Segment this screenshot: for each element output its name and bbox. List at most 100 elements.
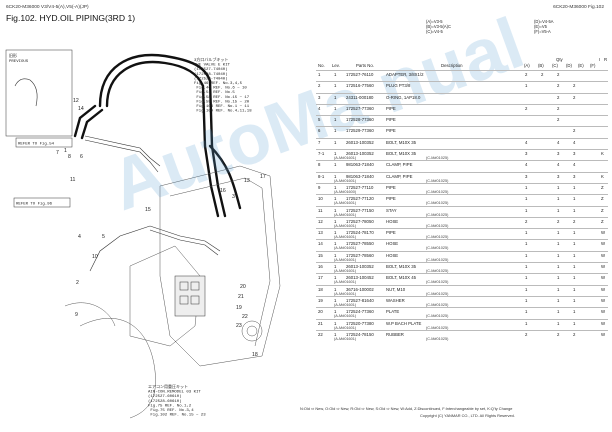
cell-d: 1 — [573, 297, 576, 303]
callout-9: 9 — [75, 312, 78, 318]
condition-c: (C)=V4-5 — [426, 29, 443, 34]
cell-no: 13 — [318, 230, 323, 236]
steel-pipes — [84, 135, 221, 272]
cell-pn: 981063-71840 — [346, 162, 374, 168]
cell-r: W — [601, 331, 606, 337]
cell-pn: 172529-77360 — [346, 128, 374, 134]
cell-a: 1 — [525, 275, 528, 281]
cell-a: 1 — [525, 320, 528, 326]
cell-d: 2 — [573, 83, 576, 89]
cell-no: 11 — [318, 207, 323, 213]
callout-19: 19 — [236, 305, 242, 311]
cell-d: 1 — [573, 207, 576, 213]
serial-range: (A-M#01601) — [334, 291, 357, 296]
cell-a: 3 — [525, 173, 528, 179]
cell-c: 2 — [557, 117, 560, 123]
cell-no: 4 — [318, 105, 321, 111]
conditions-left: (A)=V3-5 (B)=V3-5(A)C (C)=V4-5 — [426, 19, 451, 34]
cell-d: 1 — [573, 230, 576, 236]
cell-d: 1 — [573, 241, 576, 247]
cell-no: 10 — [318, 196, 323, 202]
cell-r: W — [601, 286, 606, 292]
serial-range: (C-M#01025) — [426, 235, 449, 240]
callout-22: 22 — [242, 314, 248, 320]
callout-17: 17 — [260, 174, 266, 180]
cell-desc: RUBBER — [386, 331, 404, 337]
cell-lev: 1 — [334, 83, 337, 89]
hose-pair — [73, 53, 242, 218]
col-d: (D) — [566, 63, 572, 68]
cell-desc: PIPE — [386, 230, 396, 236]
cell-d: 3 — [573, 173, 576, 179]
cell-a: 2 — [525, 218, 528, 224]
refer-box-top: REFER TO Fig.54 — [15, 137, 73, 148]
cell-d: 1 — [573, 309, 576, 315]
cell-pn: 172527-77110 — [346, 184, 374, 190]
cell-d: 1 — [573, 286, 576, 292]
cell-pn: 172527-78050 — [346, 218, 374, 224]
cell-desc: PLATE — [386, 309, 400, 315]
callout-3: 3 — [232, 194, 235, 200]
cell-c: 1 — [557, 275, 560, 281]
cell-r: Z — [601, 218, 604, 224]
cell-pn: 172524-77360 — [346, 309, 374, 315]
cell-no: 18 — [318, 286, 323, 292]
header-right: 6CK20-M36000 Fig.102 — [553, 5, 604, 10]
serial-range: (C-M#01025) — [426, 246, 449, 251]
cell-c: 1 — [557, 184, 560, 190]
cell-lev: 1 — [334, 196, 337, 202]
cell-desc: PIPE — [386, 196, 396, 202]
cell-a: 4 — [525, 162, 528, 168]
cell-lev: 1 — [334, 252, 337, 258]
cell-a: 1 — [525, 297, 528, 303]
cell-desc: PIPE — [386, 117, 396, 123]
cell-no: 8 — [318, 162, 321, 168]
cell-a: 4 — [525, 139, 528, 145]
col-qty: Qty — [556, 57, 563, 62]
serial-range: (C-M#01025) — [426, 201, 449, 206]
cell-no: 5 — [318, 117, 321, 123]
cell-d: 1 — [573, 320, 576, 326]
serial-range: (A-M#01601) — [334, 201, 357, 206]
valve-block — [174, 275, 206, 317]
serial-range: (C-M#01025) — [426, 314, 449, 319]
cell-c: 1 — [557, 230, 560, 236]
serial-range: (C-M#01025) — [426, 212, 449, 217]
cell-lev: 1 — [334, 264, 337, 270]
cell-lev: 1 — [334, 151, 337, 157]
cell-lev: 1 — [334, 94, 337, 100]
cell-lev: 1 — [334, 297, 337, 303]
cell-d: 2 — [573, 218, 576, 224]
serial-range: (C-M#01025) — [426, 189, 449, 194]
cell-pn: 172527-77120 — [346, 196, 374, 202]
cell-no: 8-1 — [318, 173, 325, 179]
serial-range: (C-M#01025) — [426, 257, 449, 262]
cell-c: 1 — [557, 207, 560, 213]
serial-range: (C-M#01025) — [426, 336, 449, 341]
cell-lev: 1 — [334, 184, 337, 190]
cell-pn: 26013-100352 — [346, 151, 374, 157]
cell-d: 1 — [573, 184, 576, 190]
cell-d: 2 — [573, 331, 576, 337]
cell-no: 22 — [318, 331, 323, 337]
serial-range: (A-M#01601) — [334, 325, 357, 330]
cell-desc: CLAMP, PIPE — [386, 162, 413, 168]
cell-pn: 172527-78550 — [346, 241, 374, 247]
cell-desc: PLUG PT3/8 — [386, 83, 411, 89]
cell-c: 1 — [557, 252, 560, 258]
cell-no: 7 — [318, 139, 321, 145]
serial-range: (C-M#01025) — [426, 269, 449, 274]
callout-10: 10 — [92, 254, 98, 260]
cell-r: K — [601, 173, 604, 179]
